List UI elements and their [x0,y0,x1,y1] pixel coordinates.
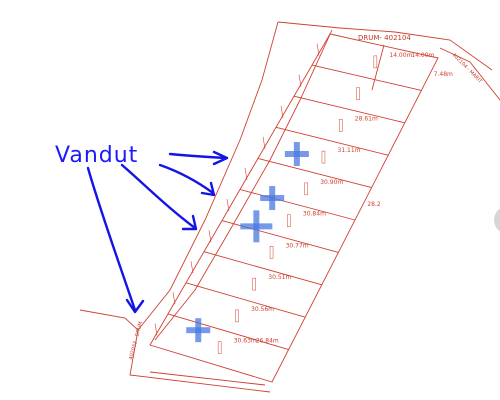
parcel-top-dimension: 28.61m [355,115,378,122]
parcel-side-dimension: 7.48m [434,71,453,78]
road-edge-bottom-2 [149,371,266,386]
parcel-center-label [235,309,239,323]
parcel-edge-tick [190,261,194,274]
street-outlines [79,21,500,393]
parcel-divider-vertical [371,44,385,91]
parcel-boundary [203,251,322,286]
parcel-center-label [321,150,326,164]
parcel-top-dimension: 31.11m [338,147,361,154]
parcel-boundary [167,313,289,351]
road-edge-right [439,47,500,101]
parcel-center-label [356,87,360,100]
parcel-boundary [275,126,389,156]
marker-4-icon [186,318,211,343]
arrow-2-head [200,181,216,197]
arrow-1 [168,152,228,160]
parcel-center-label [217,341,222,354]
arrow-4 [86,166,137,312]
arrow-1-head [212,150,229,166]
road-edge-bottom [79,309,271,393]
marker-3-icon [240,210,273,243]
annotation-arrows [86,150,229,314]
arrow-2 [158,163,215,195]
parcel-boundary [239,189,356,221]
parcel-edge-tick [244,167,248,180]
parcel-boundary [293,95,405,124]
arrow-4-head [125,298,145,314]
parcel-top-dimension: 30.90m [320,179,343,186]
parcel-top-dimension: 30.77m [286,242,309,249]
parcel-top-dimension: 30.63m [234,338,257,345]
parcel-edge-tick [298,74,302,87]
parcel-boundary [311,64,422,91]
parcel-edge-tick [226,199,230,212]
parcel-top-dimension: 14.00m [389,52,412,59]
parcel-boundary [221,220,339,253]
offscreen-control[interactable] [494,206,500,234]
road-edge-left-outer [137,21,279,331]
parcel-edge-tick [172,292,176,305]
parcel-center-label [252,277,256,291]
parcel-top-dimension: 30.56m [251,306,274,313]
road-label-right: 402104 - MARIT [451,52,484,85]
marker-2-icon [260,186,285,211]
parcel-center-label [339,119,343,132]
parcel-top-dimension: 30.51m [268,274,291,281]
arrow-3-head [181,214,198,231]
marker-layer [186,141,309,343]
arrow-3 [120,163,197,230]
parcel-edge-tick [154,323,158,336]
parcel-edge-tick [316,43,320,56]
parcel-boundary [257,157,372,189]
parcel-center-label [287,214,291,227]
map-title-label: DRUM- 402104 [358,34,411,42]
parcel-block [149,33,439,383]
parcel-center-label [304,182,308,196]
road-edge-top [277,21,493,71]
parcel-boundary [185,282,306,318]
parcel-side-dimension: 28.2 [367,201,381,208]
parcel-block-outline [149,33,439,383]
parcel-bottom-dimension: 14.00m [411,52,434,59]
road-label-left: 402033 - DRUM [128,321,144,361]
parcel-top-dimension: 30.84m [303,211,326,218]
parcel-center-label [373,55,378,69]
parcel-center-label [269,246,274,259]
parcel-bottom-dimension: 26.84m [256,338,279,345]
road-edge-left-inner [154,29,333,341]
parcel-edge-tick [280,105,284,118]
parcel-edge-tick [208,230,212,243]
parcel-edge-tick [262,136,266,149]
annotation-label: Vandut [55,143,138,168]
marker-1-icon [284,141,309,166]
